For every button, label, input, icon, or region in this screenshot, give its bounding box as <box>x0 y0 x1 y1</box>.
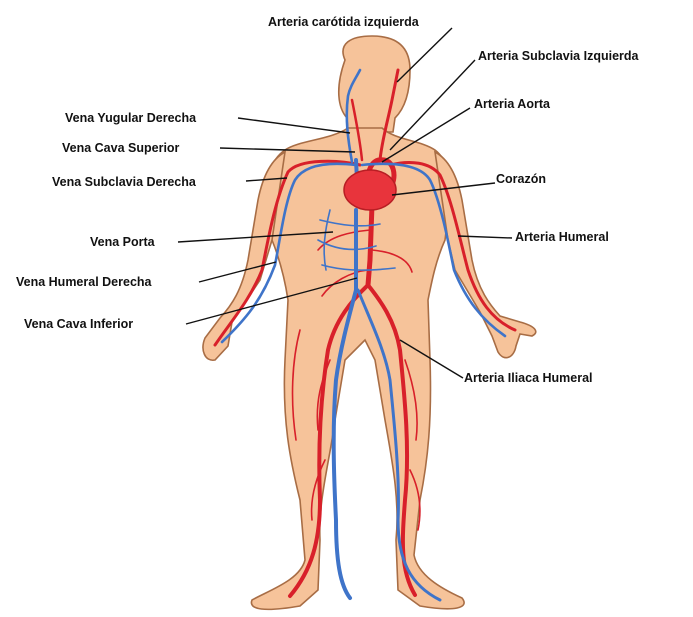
label-cava-superior: Vena Cava Superior <box>62 141 180 155</box>
label-subclavian-right: Vena Subclavia Derecha <box>52 175 197 189</box>
arm-right <box>203 152 285 360</box>
label-iliac: Arteria Iliaca Humeral <box>464 371 593 385</box>
label-cava-inferior: Vena Cava Inferior <box>24 317 133 331</box>
label-humeral-vein: Vena Humeral Derecha <box>16 275 153 289</box>
label-humeral-artery: Arteria Humeral <box>515 230 609 244</box>
label-heart: Corazón <box>496 172 546 186</box>
label-carotid: Arteria carótida izquierda <box>268 15 420 29</box>
label-subclavian-left: Arteria Subclavia Izquierda <box>478 49 640 63</box>
label-porta: Vena Porta <box>90 235 156 249</box>
leader-humeral-vein <box>199 262 276 282</box>
leader-jugular <box>238 118 350 133</box>
label-jugular: Vena Yugular Derecha <box>65 111 197 125</box>
body-silhouette <box>203 36 536 609</box>
heart <box>344 170 396 210</box>
label-aorta: Arteria Aorta <box>474 97 551 111</box>
head <box>339 36 410 132</box>
